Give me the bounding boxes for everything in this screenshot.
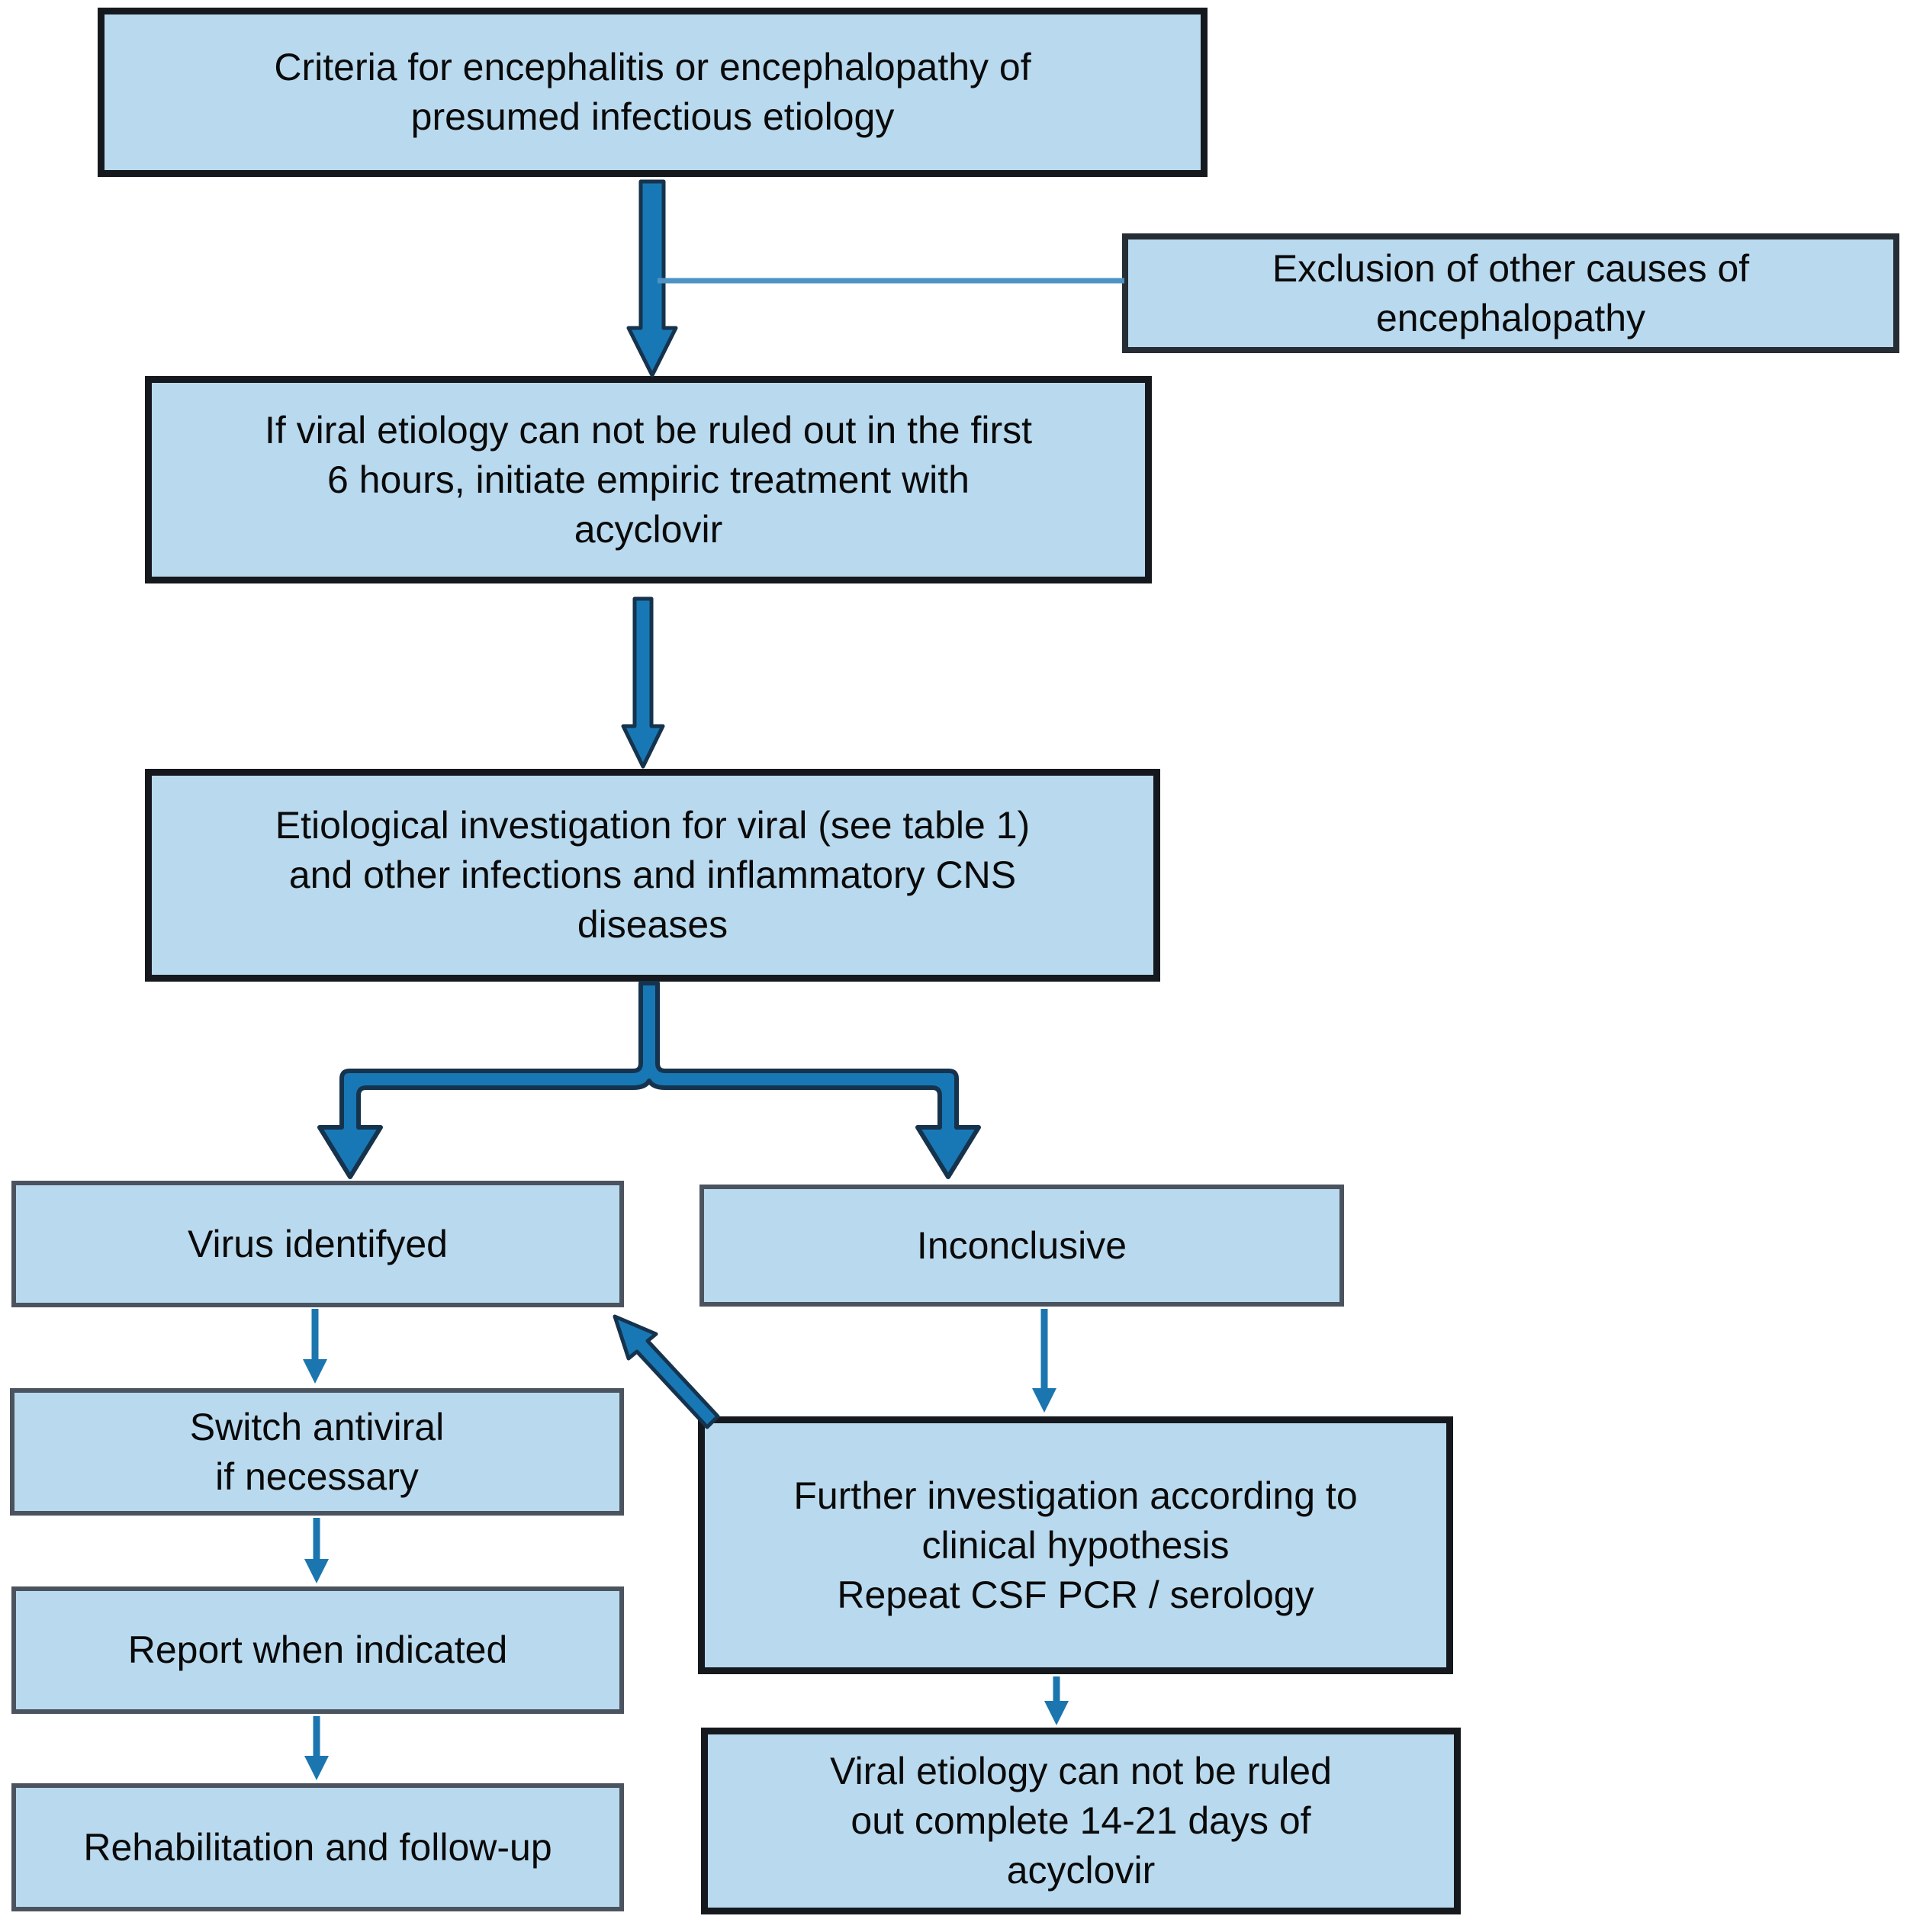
box-empiric-treatment: If viral etiology can not be ruled out i… bbox=[145, 376, 1152, 583]
arrow-report-to-rehabilitation bbox=[304, 1716, 329, 1780]
box-rehabilitation-text: Rehabilitation and follow-up bbox=[83, 1825, 552, 1869]
box-switch-antiviral-text: Switch antiviral if necessary bbox=[189, 1405, 445, 1498]
box-complete-acyclovir-text: Viral etiology can not be ruled out comp… bbox=[830, 1750, 1332, 1892]
arrow-further-to-virus-identified bbox=[613, 1314, 720, 1429]
arrow-inconclusive-to-further bbox=[1032, 1309, 1056, 1413]
box-inconclusive: Inconclusive bbox=[699, 1185, 1344, 1307]
arrow-criteria-to-empiric bbox=[626, 179, 678, 378]
box-exclusion: Exclusion of other causes of encephalopa… bbox=[1122, 233, 1899, 353]
box-inconclusive-text: Inconclusive bbox=[916, 1223, 1127, 1267]
box-etiological-investigation-text: Etiological investigation for viral (see… bbox=[275, 804, 1031, 946]
box-report: Report when indicated bbox=[11, 1586, 624, 1714]
box-switch-antiviral: Switch antiviral if necessary bbox=[10, 1388, 624, 1516]
arrow-virus-to-switch bbox=[303, 1309, 327, 1384]
box-further-investigation-text: Further investigation according to clini… bbox=[793, 1474, 1358, 1616]
box-complete-acyclovir: Viral etiology can not be ruled out comp… bbox=[701, 1728, 1461, 1914]
box-report-text: Report when indicated bbox=[127, 1628, 508, 1671]
box-criteria-text: Criteria for encephalitis or encephalopa… bbox=[274, 46, 1031, 138]
arrow-further-to-complete bbox=[1044, 1676, 1069, 1725]
arrow-split-branch bbox=[317, 981, 981, 1179]
box-criteria: Criteria for encephalitis or encephalopa… bbox=[98, 8, 1208, 177]
box-virus-identified: Virus identifyed bbox=[11, 1181, 624, 1307]
box-further-investigation: Further investigation according to clini… bbox=[698, 1416, 1453, 1674]
box-virus-identified-text: Virus identifyed bbox=[188, 1222, 448, 1265]
box-empiric-treatment-text: If viral etiology can not be ruled out i… bbox=[264, 408, 1033, 551]
arrow-switch-to-report bbox=[304, 1518, 329, 1583]
box-exclusion-text: Exclusion of other causes of encephalopa… bbox=[1272, 246, 1750, 339]
box-etiological-investigation: Etiological investigation for viral (see… bbox=[145, 769, 1160, 982]
arrow-empiric-to-etiological bbox=[621, 596, 665, 769]
box-rehabilitation: Rehabilitation and follow-up bbox=[11, 1783, 624, 1911]
